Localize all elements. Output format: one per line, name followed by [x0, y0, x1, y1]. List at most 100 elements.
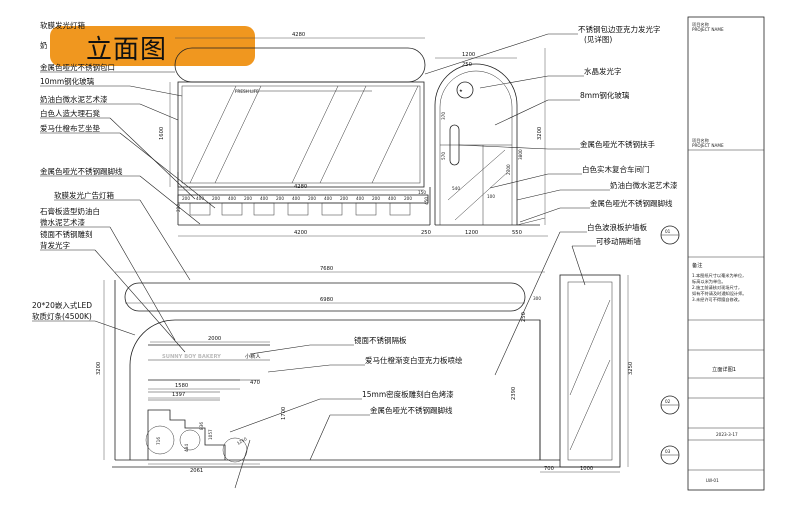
- drawing-date: 2023-3-17: [716, 432, 738, 437]
- seg-200-c: 200: [244, 196, 252, 201]
- dim-w-2000: 2000: [208, 336, 221, 342]
- dim-w-700: 700: [544, 466, 554, 472]
- top-shop-sign: FRESH LIFE: [235, 89, 259, 94]
- dim-bottom-width: 4200: [294, 230, 307, 236]
- label-metal-skirting-bottom: 金属色哑光不锈钢踢脚线: [370, 405, 453, 415]
- dim-h-250: 250: [521, 312, 527, 322]
- dim-door-sub: 250: [462, 62, 472, 68]
- bottom-elevation: SUNNY BOY BAKERY 小新人 7680 6980 2000 1580…: [32, 222, 680, 489]
- dim-door-h2: 570: [441, 152, 446, 160]
- notes-title: 备注: [692, 261, 702, 269]
- title-block: 项目名称 PROJECT NAME 项目名称 PROJECT NAME 备注 1…: [687, 16, 765, 491]
- label-mirror-steel: 镜面不锈钢雕刻: [40, 229, 93, 239]
- project-name-label-en: PROJECT NAME: [692, 27, 724, 32]
- dim-h-300: 300: [533, 296, 541, 301]
- dim-door-h1: 370: [441, 112, 446, 120]
- label-ad-lightbox: 软膜发光广告灯箱: [54, 190, 114, 200]
- label-orange-cushion: 爱马仕橙布艺坐垫: [40, 123, 100, 133]
- dim-door-width: 1200: [465, 230, 478, 236]
- label-crystal-letters: 水晶发光字: [584, 66, 622, 76]
- bottom-shop-sign: SUNNY BOY BAKERY: [162, 354, 221, 360]
- title-badge-text: 立面图: [86, 35, 168, 65]
- label-tempered-glass-10: 10mm钢化玻璃: [40, 76, 95, 86]
- drawing-name: 立面详图1: [712, 365, 736, 373]
- label-metal-handrail: 金属色哑光不锈钢扶手: [580, 139, 655, 149]
- section-mark-03-text: 03: [665, 449, 671, 454]
- dim-w-1397: 1397: [172, 392, 185, 398]
- seg-400-a: 400: [196, 196, 204, 201]
- notes-line-5: 3.未经许可不得擅自修改。: [692, 296, 742, 303]
- label-wave-panel: 白色波浪板护墙板: [587, 222, 647, 232]
- project-name-label: 项目名称: [692, 21, 709, 28]
- label-mdf-carving: 15mm密度板雕刻白色烤漆: [362, 389, 454, 399]
- label-acrylic-letters: 不锈钢包边亚克力发光字: [578, 24, 661, 34]
- seg-200-f: 200: [340, 196, 348, 201]
- dim-h-2390: 2390: [511, 387, 517, 400]
- dim-h-716: 716: [156, 437, 161, 445]
- notes-line-1: 1.本图纸尺寸以毫米为单位，: [692, 272, 746, 279]
- label-workshop-door: 白色实木复合车间门: [582, 164, 650, 174]
- dim-height-left: 1600: [159, 127, 165, 140]
- drawing-number: LW-01: [706, 478, 719, 483]
- dim-door-top: 1200: [462, 52, 475, 58]
- dim-inner-width: 4280: [294, 184, 307, 190]
- seg-400-f: 400: [356, 196, 364, 201]
- seg-400-b: 400: [228, 196, 236, 201]
- top-elevation: FRESH LIFE ★: [40, 20, 680, 353]
- bottom-shop-sign-cn: 小新人: [245, 352, 261, 360]
- dim-h-836: 836: [199, 422, 204, 430]
- dim-w-2061: 2061: [190, 468, 203, 474]
- dim-door-h3: 2700: [506, 164, 511, 175]
- seg-400-c: 400: [260, 196, 268, 201]
- title-badge: 立面图: [50, 26, 255, 66]
- dim-w-550: 550: [512, 230, 522, 236]
- seg-220: 220: [176, 204, 181, 212]
- section-mark-02-text: 02: [665, 399, 671, 404]
- seg-200-b: 200: [212, 196, 220, 201]
- notes-line-2: 标高以米为单位。: [692, 278, 726, 285]
- label-metal-skirting: 金属色哑光不锈钢踢脚线: [40, 166, 123, 176]
- dim-h-1700: 1700: [281, 407, 287, 420]
- label-backlit-letters: 背发光字: [40, 240, 70, 250]
- dim-inner-width-bottom: 6980: [320, 297, 333, 303]
- label-led-strip: 20*20嵌入式LED: [32, 300, 92, 310]
- door-badge-text: ★: [459, 88, 463, 93]
- dim-total-width: 7680: [320, 266, 333, 272]
- label-cream-paint-right: 奶油白微水泥艺术漆: [610, 180, 678, 190]
- label-metal-edge: 金属色哑光不锈钢包口: [40, 62, 115, 72]
- seg-200-d: 200: [276, 196, 284, 201]
- label-mirror-shelf: 镜面不锈钢隔板: [354, 335, 407, 345]
- label-gypsum-board: 石膏板造型奶油白: [40, 206, 100, 216]
- dim-total-h: 3200: [537, 127, 543, 140]
- label-metal-skirting-right: 金属色哑光不锈钢踢脚线: [590, 198, 673, 208]
- dim-w-1580: 1580: [175, 383, 188, 389]
- label-led-strip-spec: 软质灯条(4500K): [32, 311, 92, 321]
- seg-200-e: 200: [308, 196, 316, 201]
- label-orange-acrylic: 爱马仕橙渐变白亚克力板喷绘: [365, 355, 463, 365]
- notes-line-3: 2.施工前请核对现场尺寸，: [692, 284, 742, 291]
- dim-w-1000: 1000: [580, 466, 593, 472]
- section-mark-01-text: 01: [665, 229, 671, 234]
- seg-400-g: 400: [388, 196, 396, 201]
- dim-h-450: 450: [424, 197, 429, 205]
- dim-h-3200: 3200: [96, 362, 102, 375]
- project-name-label-2-en: PROJECT NAME: [692, 143, 724, 148]
- notes-line-4: 如有不符请及时通知设计师。: [692, 290, 746, 297]
- dim-h-484: 484: [184, 444, 189, 452]
- dim-h-1057: 1057: [208, 429, 213, 440]
- label-movable-partition: 可移动隔断墙: [596, 236, 641, 246]
- seg-400-e: 400: [324, 196, 332, 201]
- label-see-detail: (见详图): [584, 34, 612, 44]
- dim-w-250: 250: [421, 230, 431, 236]
- dim-h-3250: 3250: [628, 362, 634, 375]
- dim-d-100: 100: [487, 194, 495, 199]
- seg-200-g: 200: [372, 196, 380, 201]
- dim-top-width: 4280: [292, 32, 305, 38]
- seg-200: 200: [182, 196, 190, 201]
- seg-400-d: 400: [292, 196, 300, 201]
- label-micro-cement: 微水泥艺术漆: [40, 217, 85, 227]
- label-soft-film-lightbox: 软膜发光灯箱: [40, 20, 85, 30]
- label-cream-cement-paint: 奶油白微水泥艺术漆: [40, 94, 108, 104]
